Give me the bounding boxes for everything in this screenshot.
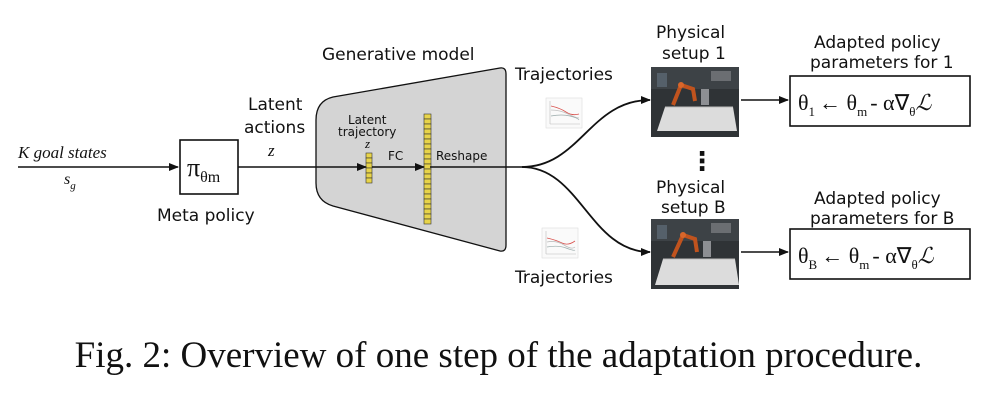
vector-cell bbox=[423, 113, 432, 120]
vector-cell bbox=[423, 148, 432, 155]
generative-model-shape bbox=[315, 67, 507, 252]
trajectories-bottom-label: Trajectories bbox=[514, 268, 613, 288]
vector-cell bbox=[423, 183, 432, 190]
latent-actions-label-2: actions bbox=[244, 118, 305, 138]
setup-1-label-2: setup 1 bbox=[662, 44, 726, 64]
vector-cell bbox=[423, 173, 432, 180]
vector-cell bbox=[423, 218, 432, 225]
latent-trajectory-label-1: Latent bbox=[348, 113, 387, 127]
adapted-1-title-2: parameters for 1 bbox=[810, 53, 954, 73]
adapted-b-title-1: Adapted policy bbox=[814, 189, 941, 209]
vector-cell bbox=[423, 213, 432, 220]
generative-model-title: Generative model bbox=[322, 45, 475, 65]
vector-cell bbox=[423, 163, 432, 170]
adapted-1-title-1: Adapted policy bbox=[814, 33, 941, 53]
vector-cell bbox=[423, 123, 432, 130]
vector-cell bbox=[423, 133, 432, 140]
vector-cell bbox=[423, 153, 432, 160]
adapted-params-b-box bbox=[789, 228, 971, 280]
vector-cell bbox=[365, 162, 373, 169]
vector-cell bbox=[423, 193, 432, 200]
meta-policy-symbol: πθm bbox=[187, 153, 221, 186]
vector-cell bbox=[423, 178, 432, 185]
vector-cell bbox=[423, 208, 432, 215]
reshape-vector bbox=[423, 113, 432, 225]
vector-cell bbox=[423, 118, 432, 125]
vector-cell bbox=[365, 152, 373, 159]
setup-1-label-1: Physical bbox=[656, 23, 725, 43]
robot-setup-photo-1 bbox=[651, 67, 739, 137]
vector-cell bbox=[423, 188, 432, 195]
meta-policy-label: Meta policy bbox=[157, 206, 255, 226]
robot-setup-photo-b bbox=[651, 219, 739, 289]
trajectory-plot-thumbnail-bottom bbox=[541, 227, 579, 259]
adapted-params-1-box bbox=[789, 75, 971, 127]
setup-b-label-2: setup B bbox=[661, 198, 726, 218]
adapted-params-1-formula: θ1← θm- α∇θℒ bbox=[798, 90, 933, 119]
latent-trajectory-symbol: z bbox=[364, 136, 370, 151]
latent-actions-symbol: z bbox=[267, 141, 275, 160]
reshape-label: Reshape bbox=[436, 149, 487, 163]
goal-state-symbol: sg bbox=[64, 171, 76, 192]
vector-cell bbox=[423, 158, 432, 165]
goal-states-label: K goal states bbox=[17, 143, 107, 162]
vector-cell bbox=[365, 172, 373, 179]
trajectory-plot-thumbnail-top bbox=[545, 97, 583, 129]
vector-cell bbox=[423, 128, 432, 135]
ellipsis: ⋮ bbox=[689, 147, 715, 177]
vector-cell bbox=[423, 143, 432, 150]
latent-actions-label-1: Latent bbox=[248, 95, 303, 115]
vector-cell bbox=[423, 198, 432, 205]
vector-cell bbox=[365, 157, 373, 164]
meta-policy-box bbox=[179, 139, 239, 195]
vector-cell bbox=[423, 138, 432, 145]
adapted-b-title-2: parameters for B bbox=[810, 209, 954, 229]
branch-arrow-top bbox=[521, 96, 651, 168]
vector-cell bbox=[365, 167, 373, 174]
vector-cell bbox=[423, 203, 432, 210]
latent-trajectory-label-2: trajectory bbox=[338, 125, 396, 139]
setup-b-label-1: Physical bbox=[656, 178, 725, 198]
adapted-params-b-formula: θB← θm- α∇θℒ bbox=[798, 243, 935, 272]
vector-cell bbox=[423, 168, 432, 175]
figure-caption: Fig. 2: Overview of one step of the adap… bbox=[74, 335, 923, 376]
branch-arrow-bottom bbox=[521, 166, 651, 256]
vector-cell bbox=[365, 177, 373, 184]
latent-vector bbox=[365, 152, 373, 184]
fc-label: FC bbox=[388, 149, 403, 163]
trajectories-top-label: Trajectories bbox=[514, 65, 613, 85]
